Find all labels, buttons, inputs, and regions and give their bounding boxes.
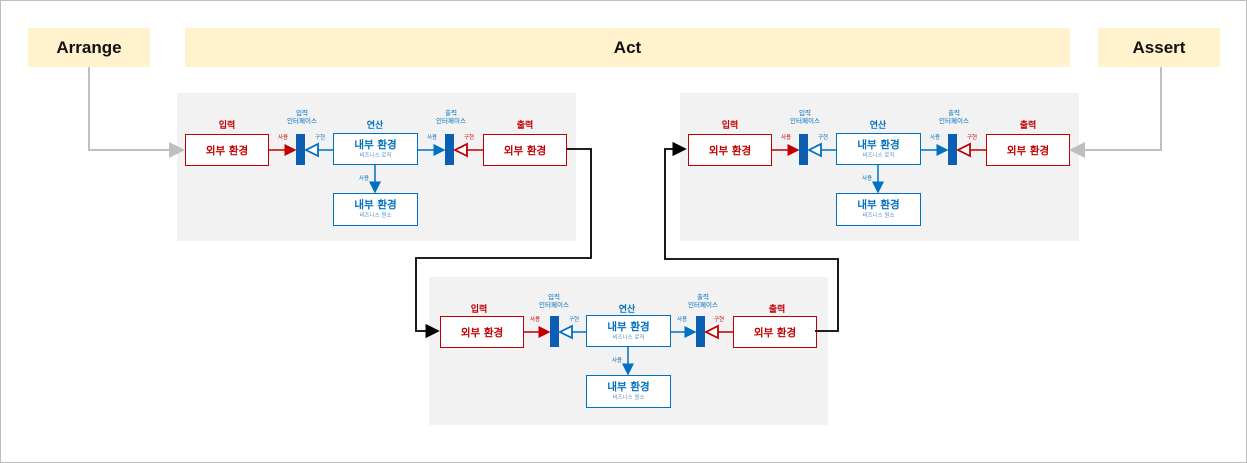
output-external-env: 외부 환경 (483, 134, 567, 166)
panel-act-1: 입력 입력 인터페이스 연산 출력 인터페이스 출력 외부 환경 사용 구현 내… (177, 93, 576, 241)
internal-logic-box: 내부 환경 비즈니스 로직 (836, 133, 921, 165)
impl-label-input: 구현 (817, 135, 829, 141)
input-interface-line1: 입력 (799, 109, 811, 117)
internal-element-subtitle: 비즈니스 원소 (612, 395, 645, 401)
connector-panel1-to-panel3 (415, 148, 592, 339)
input-header: 입력 (721, 121, 739, 131)
internal-element-title: 내부 환경 (354, 199, 397, 211)
internal-element-box: 내부 환경 비즈니스 원소 (836, 193, 921, 226)
output-interface-label: 출력 인터페이스 (678, 293, 728, 309)
output-interface-bar (696, 316, 705, 347)
output-interface-line1: 출력 (948, 109, 960, 117)
input-header: 입력 (470, 305, 488, 315)
output-interface-label: 출력 인터페이스 (929, 109, 979, 125)
input-interface-line2: 인터페이스 (539, 301, 569, 309)
panel-arrows (524, 277, 733, 376)
output-external-env: 외부 환경 (733, 316, 817, 348)
impl-label-output: 구현 (463, 135, 475, 141)
connector-panel3-to-panel2 (664, 141, 839, 332)
internal-logic-title: 내부 환경 (354, 138, 397, 151)
internal-logic-title: 내부 환경 (857, 138, 900, 151)
arrange-phase: Arrange (28, 28, 150, 67)
operation-header: 연산 (366, 121, 384, 131)
internal-element-box: 내부 환경 비즈니스 원소 (586, 375, 671, 408)
output-interface-line2: 인터페이스 (436, 117, 466, 125)
use-label-element: 사용 (861, 176, 873, 182)
internal-element-subtitle: 비즈니스 원소 (359, 213, 392, 219)
output-external-env: 외부 환경 (986, 134, 1070, 166)
input-external-env: 외부 환경 (440, 316, 524, 348)
internal-element-title: 내부 환경 (857, 199, 900, 211)
panel-arrows (772, 93, 986, 194)
input-interface-bar (799, 134, 808, 165)
input-interface-bar (550, 316, 559, 347)
panel-arrows (269, 93, 483, 194)
input-interface-label: 입력 인터페이스 (277, 109, 327, 125)
internal-logic-subtitle: 비즈니스 로직 (359, 152, 392, 159)
output-header: 출력 (1019, 121, 1037, 131)
impl-label-input: 구현 (568, 317, 580, 323)
internal-logic-title: 내부 환경 (607, 320, 650, 333)
output-interface-bar (445, 134, 454, 165)
assert-phase: Assert (1098, 28, 1220, 67)
impl-label-output: 구현 (713, 317, 725, 323)
internal-logic-box: 내부 환경 비즈니스 로직 (333, 133, 418, 165)
impl-label-output: 구현 (966, 135, 978, 141)
use-label-input: 사용 (277, 135, 289, 141)
internal-logic-subtitle: 비즈니스 로직 (862, 152, 895, 159)
operation-header: 연산 (869, 121, 887, 131)
use-label-element: 사용 (611, 358, 623, 364)
output-header: 출력 (768, 305, 786, 315)
output-interface-line2: 인터페이스 (688, 301, 718, 309)
use-label-input: 사용 (529, 317, 541, 323)
panel-act-3: 입력 입력 인터페이스 연산 출력 인터페이스 출력 외부 환경 사용 구현 내… (429, 277, 828, 425)
internal-element-subtitle: 비즈니스 원소 (862, 213, 895, 219)
input-interface-bar (296, 134, 305, 165)
output-interface-bar (948, 134, 957, 165)
input-interface-label: 입력 인터페이스 (780, 109, 830, 125)
internal-logic-box: 내부 환경 비즈니스 로직 (586, 315, 671, 347)
output-interface-line1: 출력 (697, 293, 709, 301)
internal-logic-subtitle: 비즈니스 로직 (612, 334, 645, 341)
operation-header: 연산 (618, 305, 636, 315)
internal-element-box: 내부 환경 비즈니스 원소 (333, 193, 418, 226)
input-interface-line2: 인터페이스 (287, 117, 317, 125)
use-label-element: 사용 (358, 176, 370, 182)
impl-label-input: 구현 (314, 135, 326, 141)
output-interface-line2: 인터페이스 (939, 117, 969, 125)
input-interface-line1: 입력 (548, 293, 560, 301)
input-external-env: 외부 환경 (688, 134, 772, 166)
use-label-input: 사용 (780, 135, 792, 141)
input-header: 입력 (218, 121, 236, 131)
output-header: 출력 (516, 121, 534, 131)
output-interface-label: 출력 인터페이스 (426, 109, 476, 125)
act-phase: Act (185, 28, 1070, 67)
assert-connector (1069, 67, 1162, 158)
use-label-output: 사용 (426, 135, 438, 141)
arrange-connector (88, 67, 185, 158)
use-label-output: 사용 (676, 317, 688, 323)
use-label-output: 사용 (929, 135, 941, 141)
panel-act-2: 입력 입력 인터페이스 연산 출력 인터페이스 출력 외부 환경 사용 구현 내… (680, 93, 1079, 241)
internal-element-title: 내부 환경 (607, 381, 650, 393)
input-interface-label: 입력 인터페이스 (529, 293, 579, 309)
output-interface-line1: 출력 (445, 109, 457, 117)
input-interface-line1: 입력 (296, 109, 308, 117)
input-interface-line2: 인터페이스 (790, 117, 820, 125)
input-external-env: 외부 환경 (185, 134, 269, 166)
